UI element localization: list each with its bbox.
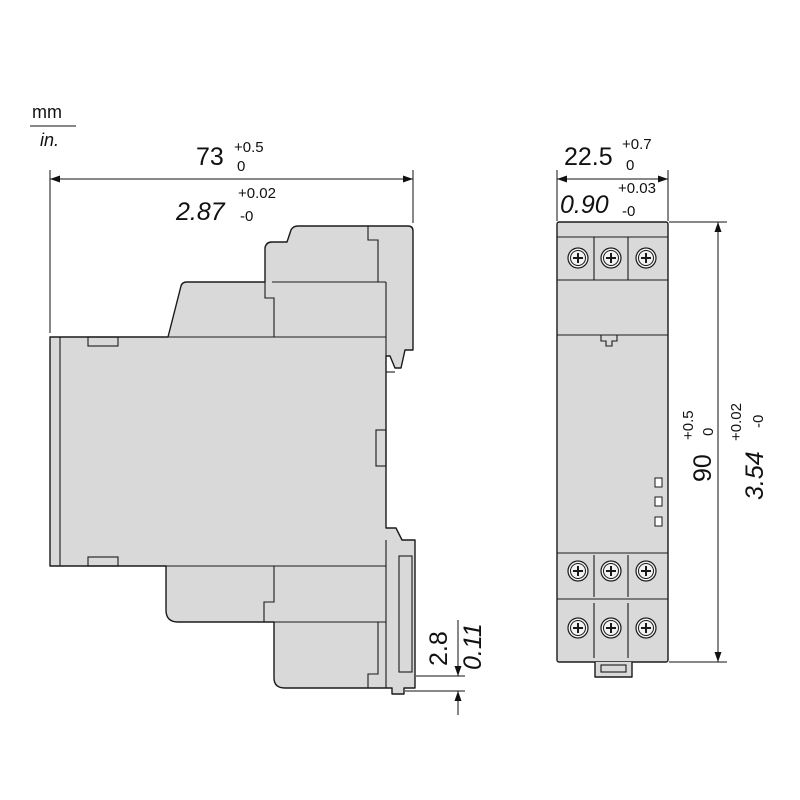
- terminal-screw: [600, 560, 622, 582]
- width-mm-upper-tolerance: +0.5: [234, 139, 264, 156]
- height-in-lower-tolerance: -0: [750, 415, 767, 428]
- side-view: [49, 225, 416, 695]
- front-view: [556, 221, 669, 678]
- side-view-bottom-tab: [87, 556, 119, 567]
- screw-cross-icon: [606, 623, 616, 633]
- side-view-outline: [49, 225, 416, 695]
- side-view-top-bracket-left: [264, 282, 275, 337]
- screw-cross-icon: [606, 566, 616, 576]
- unit-legend: mm in.: [30, 102, 76, 150]
- unit-secondary: in.: [40, 130, 59, 150]
- front-view-cover-tab: [600, 335, 618, 347]
- screw-ring: [570, 620, 586, 636]
- status-led: [654, 477, 663, 488]
- screw-cross-icon: [573, 253, 583, 263]
- height-mm-upper-tolerance: +0.5: [680, 410, 697, 440]
- terminal-screw: [600, 617, 622, 639]
- screw-ring: [570, 563, 586, 579]
- screw-ring: [603, 250, 619, 266]
- width-in-upper-tolerance: +0.02: [238, 185, 276, 202]
- screw-ring: [570, 250, 586, 266]
- height-mm-value: 90: [689, 454, 717, 482]
- depth-mm-lower-tolerance: 0: [626, 157, 634, 174]
- clip-in-value: 0.11: [459, 623, 487, 670]
- terminal-screw: [567, 247, 589, 269]
- depth-in-upper-tolerance: +0.03: [618, 180, 656, 197]
- clip-dimension: 2.8 0.11: [405, 620, 487, 715]
- height-dimension: 90 +0.5 0 3.54 +0.02 -0: [669, 221, 769, 663]
- side-view-bottom-bracket-left: [263, 566, 275, 622]
- screw-ring: [638, 620, 654, 636]
- terminal-screw: [635, 247, 657, 269]
- status-led: [654, 496, 663, 507]
- side-view-rail-latch: [375, 429, 387, 467]
- terminal-screw: [635, 560, 657, 582]
- screw-ring: [638, 250, 654, 266]
- side-view-top-tab: [87, 336, 119, 347]
- terminal-screw: [600, 247, 622, 269]
- width-mm-value: 73: [196, 143, 224, 171]
- side-view-bottom-bracket-right: [367, 622, 379, 688]
- side-view-top-bracket-right: [367, 226, 379, 282]
- front-view-din-clip-slot: [600, 664, 627, 673]
- terminal-screw: [635, 617, 657, 639]
- width-mm-lower-tolerance: 0: [237, 158, 245, 175]
- clip-mm-value: 2.8: [425, 631, 453, 666]
- height-in-upper-tolerance: +0.02: [728, 403, 745, 441]
- screw-cross-icon: [606, 253, 616, 263]
- height-mm-lower-tolerance: 0: [700, 428, 717, 436]
- height-in-value: 3.54: [741, 451, 769, 500]
- unit-primary: mm: [32, 102, 62, 122]
- front-view-din-clip: [594, 662, 633, 678]
- width-dimension: 73 +0.5 0 2.87 +0.02 -0: [49, 139, 414, 333]
- depth-dimension: 22.5 +0.7 0 0.90 +0.03 -0: [556, 136, 669, 221]
- width-in-value: 2.87: [175, 198, 226, 226]
- screw-ring: [603, 620, 619, 636]
- screw-cross-icon: [641, 253, 651, 263]
- screw-cross-icon: [641, 623, 651, 633]
- screw-cross-icon: [573, 566, 583, 576]
- side-view-clip-slider: [398, 555, 413, 673]
- front-view-body: [556, 221, 669, 663]
- depth-in-lower-tolerance: -0: [622, 203, 635, 220]
- status-led: [654, 516, 663, 527]
- depth-mm-value: 22.5: [564, 143, 613, 171]
- width-in-lower-tolerance: -0: [240, 208, 253, 225]
- terminal-screw: [567, 617, 589, 639]
- terminal-screw: [567, 560, 589, 582]
- screw-ring: [603, 563, 619, 579]
- screw-ring: [638, 563, 654, 579]
- depth-in-value: 0.90: [560, 191, 609, 219]
- depth-mm-upper-tolerance: +0.7: [622, 136, 652, 153]
- screw-cross-icon: [641, 566, 651, 576]
- screw-cross-icon: [573, 623, 583, 633]
